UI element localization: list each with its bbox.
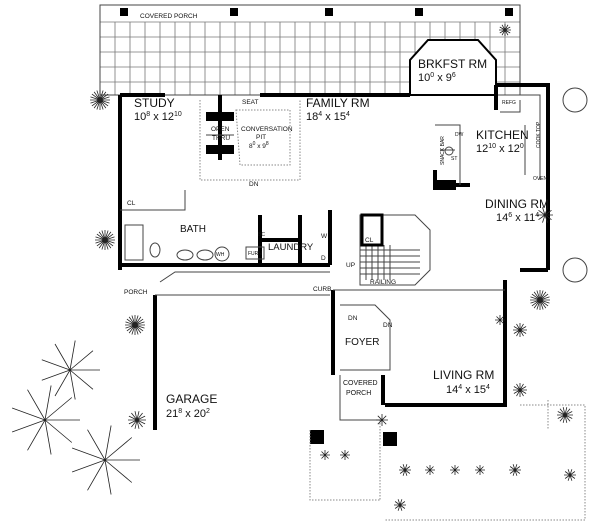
garden-path xyxy=(385,400,586,521)
brkfst-rm-dimensions: 100 x 96 xyxy=(418,72,456,84)
brkfst-rm-label: BRKFST RM xyxy=(418,57,487,71)
post xyxy=(230,8,238,16)
dryer-label: D xyxy=(321,255,326,262)
covered-porch-label: COVERED PORCH xyxy=(140,13,198,20)
plant-icon xyxy=(425,465,435,475)
plant-icon xyxy=(530,290,550,310)
walkway xyxy=(309,420,381,501)
plant-icon xyxy=(320,450,330,460)
plant-icon xyxy=(41,340,100,400)
staircase xyxy=(359,213,431,286)
refrigerator-label: REFG xyxy=(502,100,516,106)
broom-closet-label: BC xyxy=(258,232,265,238)
plant-icon xyxy=(513,323,527,337)
sink xyxy=(176,249,194,261)
bathtub xyxy=(124,224,144,261)
seat-label: SEAT xyxy=(242,99,259,106)
plant-icon xyxy=(95,230,115,250)
oven-label: OVEN xyxy=(533,176,548,182)
wall-block xyxy=(436,180,456,190)
plant-icon xyxy=(564,469,576,481)
sink xyxy=(444,146,454,156)
down-label-3: DN xyxy=(383,322,393,329)
plant-icon xyxy=(11,385,80,455)
sink xyxy=(196,249,214,261)
covered-porch-front-label-2: PORCH xyxy=(346,390,371,397)
study-dimensions: 108 x 1210 xyxy=(134,111,182,123)
washer-label: W xyxy=(321,233,328,240)
closet-label: CL xyxy=(127,200,136,207)
conversation-pit-label-2: PIT xyxy=(256,134,266,141)
bath-label: BATH xyxy=(180,224,206,235)
dining-rm-label: DINING RM xyxy=(485,197,549,211)
landscaping xyxy=(11,24,588,511)
plant-icon xyxy=(340,450,350,460)
column xyxy=(206,112,234,121)
dishwasher-label: DW xyxy=(455,132,464,138)
conversation-pit-dimensions: 80 x 98 xyxy=(249,141,269,150)
water-heater xyxy=(214,246,230,262)
garage-label: GARAGE xyxy=(166,392,217,406)
plant-icon xyxy=(509,464,521,476)
column xyxy=(206,145,234,154)
cook-top-label: COOK TOP xyxy=(536,121,542,148)
plant-icon xyxy=(499,24,511,36)
plant-icon xyxy=(537,207,553,223)
post xyxy=(325,8,333,16)
study-label: STUDY xyxy=(134,96,175,110)
furnace-label: FURN xyxy=(248,251,262,257)
down-label-2: DN xyxy=(348,315,358,322)
kitchen-counters xyxy=(435,94,541,185)
furnace xyxy=(245,246,265,260)
snack-bar-label: SNACK BAR xyxy=(440,136,446,165)
plant-icon xyxy=(513,383,527,397)
railing-label: RAILING xyxy=(370,279,396,286)
up-label: UP xyxy=(346,262,355,269)
toilet xyxy=(149,242,161,258)
post xyxy=(120,8,128,16)
covered-porch-front-label: COVERED xyxy=(343,380,378,387)
family-rm-label: FAMILY RM xyxy=(306,96,370,110)
sink-label: ST xyxy=(451,156,457,162)
water-heater-label: WH xyxy=(216,252,225,258)
post xyxy=(383,432,397,446)
foyer-outline xyxy=(339,304,391,421)
living-rm-label: LIVING RM xyxy=(433,368,494,382)
post xyxy=(415,8,423,16)
living-rm-dimensions: 144 x 154 xyxy=(446,384,490,396)
laundry-label: LAUNDRY xyxy=(268,242,314,253)
thin-lines xyxy=(120,190,505,296)
plant-icon xyxy=(394,499,406,511)
thru-label: THRU xyxy=(212,135,230,142)
plant-icon xyxy=(71,425,140,495)
plant-icon xyxy=(376,414,388,426)
porch-label: PORCH xyxy=(124,289,148,296)
plant-icon xyxy=(495,315,505,325)
plant-icon xyxy=(125,315,145,335)
post xyxy=(310,430,324,444)
kitchen-label: KITCHEN xyxy=(476,128,529,142)
garage-dimensions: 218 x 202 xyxy=(166,408,210,420)
plant-icon xyxy=(90,90,110,110)
walls xyxy=(118,83,550,430)
conversation-pit-label: CONVERSATION xyxy=(241,126,293,133)
tree-icon xyxy=(562,257,588,283)
dining-rm-dimensions: 146 x 114 xyxy=(496,212,539,224)
open-label: OPEN xyxy=(211,126,230,133)
tree-icon xyxy=(562,87,588,113)
post xyxy=(505,8,513,16)
kitchen-dimensions: 1210 x 120 xyxy=(476,143,524,155)
plant-icon xyxy=(450,465,460,475)
conversation-pit-outline xyxy=(199,100,301,181)
plant-icon xyxy=(399,464,411,476)
plant-icon xyxy=(475,465,485,475)
closet-label-2: CL xyxy=(365,237,374,244)
curb-label: CURB xyxy=(313,286,331,293)
plant-icon xyxy=(557,407,573,423)
foyer-label: FOYER xyxy=(345,337,379,348)
plant-icon xyxy=(128,411,146,429)
down-label: DN xyxy=(249,181,259,188)
family-rm-dimensions: 184 x 154 xyxy=(306,111,350,123)
